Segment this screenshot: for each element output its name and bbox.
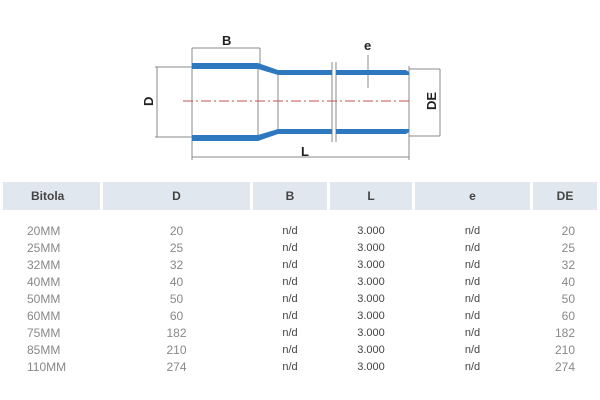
label-D: D (141, 97, 156, 106)
table-row: 85MM 210 n/d 3.000 n/d 210 (3, 341, 597, 358)
pipe-wall (192, 63, 409, 141)
cell-e: n/d (464, 275, 481, 288)
cell-d: 32 (169, 257, 184, 272)
cell-de: 210 (554, 342, 575, 357)
cell-l: 3.000 (357, 292, 385, 305)
cell-bitola: 32MM (27, 257, 61, 272)
cell-b: n/d (282, 343, 298, 356)
cell-d: 50 (169, 291, 184, 306)
cell-d: 60 (169, 308, 184, 323)
cell-b: n/d (282, 360, 298, 373)
cell-b: n/d (282, 258, 298, 271)
col-L: L (330, 182, 412, 210)
cell-l: 3.000 (357, 326, 385, 339)
col-e: e (415, 182, 530, 210)
cell-e: n/d (464, 343, 481, 356)
cell-b: n/d (282, 224, 298, 237)
cell-d: 274 (166, 359, 187, 374)
cell-de: 20 (561, 223, 575, 238)
cell-e: n/d (464, 360, 481, 373)
cell-de: 40 (561, 274, 575, 289)
table-row: 60MM 60 n/d 3.000 n/d 60 (3, 307, 597, 324)
label-DE: DE (424, 92, 439, 110)
cell-e: n/d (464, 309, 481, 322)
cell-e: n/d (464, 241, 481, 254)
cell-b: n/d (282, 275, 298, 288)
table-header: Bitola D B L e DE (3, 182, 597, 210)
cell-de: 32 (561, 257, 575, 272)
cell-e: n/d (464, 224, 481, 237)
cell-l: 3.000 (357, 241, 385, 254)
col-D: D (103, 182, 250, 210)
cell-de: 25 (561, 240, 575, 255)
cell-d: 20 (169, 223, 184, 238)
cell-de: 182 (554, 325, 575, 340)
cell-bitola: 85MM (27, 342, 61, 357)
cell-bitola: 110MM (27, 359, 67, 374)
pipe-diagram: B L e D DE (141, 33, 441, 160)
col-DE: DE (533, 182, 597, 210)
col-B: B (253, 182, 327, 210)
cell-d: 40 (169, 274, 184, 289)
cell-bitola: 75MM (27, 325, 61, 340)
cell-l: 3.000 (357, 224, 385, 237)
label-B: B (222, 33, 231, 48)
cell-l: 3.000 (357, 258, 385, 271)
table-row: 110MM 274 n/d 3.000 n/d 274 (3, 358, 597, 375)
cell-b: n/d (282, 241, 298, 254)
cell-d: 25 (169, 240, 184, 255)
table-row: 50MM 50 n/d 3.000 n/d 50 (3, 290, 597, 307)
cell-e: n/d (464, 326, 481, 339)
col-bitola: Bitola (3, 182, 100, 210)
cell-bitola: 50MM (27, 291, 61, 306)
table-row: 40MM 40 n/d 3.000 n/d 40 (3, 273, 597, 290)
cell-e: n/d (464, 258, 481, 271)
cell-bitola: 40MM (27, 274, 61, 289)
cell-bitola: 20MM (27, 223, 61, 238)
cell-b: n/d (282, 309, 298, 322)
cell-b: n/d (282, 292, 298, 305)
cell-bitola: 60MM (27, 308, 61, 323)
cell-d: 210 (166, 342, 187, 357)
cell-de: 50 (561, 291, 575, 306)
cell-l: 3.000 (357, 275, 385, 288)
table-row: 25MM 25 n/d 3.000 n/d 25 (3, 239, 597, 256)
cell-de: 274 (554, 359, 575, 374)
table-row: 20MM 20 n/d 3.000 n/d 20 (3, 222, 597, 239)
cell-l: 3.000 (357, 309, 385, 322)
cell-l: 3.000 (357, 360, 385, 373)
cell-bitola: 25MM (27, 240, 61, 255)
cell-l: 3.000 (357, 343, 385, 356)
table-row: 75MM 182 n/d 3.000 n/d 182 (3, 324, 597, 341)
cell-de: 60 (561, 308, 575, 323)
cell-d: 182 (166, 325, 187, 340)
label-e: e (364, 38, 371, 53)
cell-e: n/d (464, 292, 481, 305)
label-L: L (301, 144, 309, 159)
table-row: 32MM 32 n/d 3.000 n/d 32 (3, 256, 597, 273)
cell-b: n/d (282, 326, 298, 339)
